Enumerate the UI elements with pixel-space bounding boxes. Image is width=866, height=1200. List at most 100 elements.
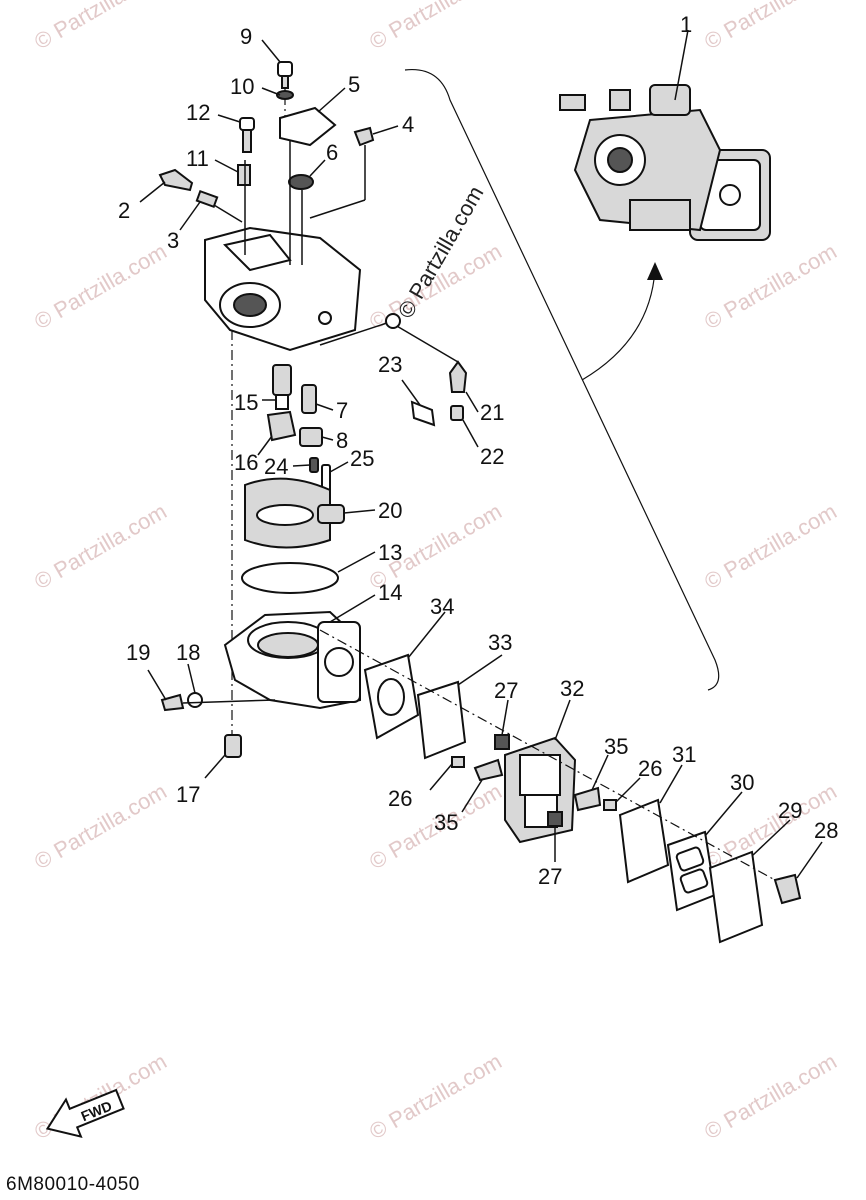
callout-34: 34 [430, 594, 454, 619]
callout-26-right: 26 [638, 756, 662, 781]
callout-2: 2 [118, 198, 130, 223]
callout-7: 7 [336, 398, 348, 423]
callout-25: 25 [350, 446, 374, 471]
callout-12: 12 [186, 100, 210, 125]
fwd-arrow-icon: FWD [45, 1088, 125, 1139]
part-34-hole [377, 678, 405, 716]
part-21-needle [448, 360, 468, 393]
callout-15: 15 [234, 390, 258, 415]
callout-17: 17 [176, 782, 200, 807]
callout-3: 3 [167, 228, 179, 253]
callout-13: 13 [378, 540, 402, 565]
part-19-screw [160, 693, 185, 712]
watermark-text: © Partzilla.com [30, 779, 171, 875]
callout-14: 14 [378, 580, 402, 605]
part-30-slot-top [675, 846, 705, 872]
carburetor-body [204, 140, 366, 352]
part-21-ring [385, 313, 401, 329]
callout-10: 10 [230, 74, 254, 99]
callout-8: 8 [336, 428, 348, 453]
callout-27-top: 27 [494, 678, 518, 703]
link-screw-19 [182, 699, 276, 704]
watermark-text: © Partzilla.com [700, 239, 841, 335]
link-line-21b [389, 321, 459, 363]
watermark-text: © Partzilla.com [30, 0, 171, 54]
pump-axis-top [319, 629, 776, 881]
watermark-text: © Partzilla.com [700, 499, 841, 595]
part-31-diaphragm [618, 798, 670, 884]
callout-31: 31 [672, 742, 696, 767]
part-13-gasket [241, 562, 339, 594]
watermark-text: © Partzilla.com [700, 0, 841, 54]
part-17-drain [224, 734, 242, 758]
link-line-21 [319, 321, 391, 346]
callout-23: 23 [378, 352, 402, 377]
part-32-pump-body [504, 736, 577, 844]
part-24-pin [309, 457, 319, 473]
callout-27-bottom: 27 [538, 864, 562, 889]
part-35-valve-left [473, 758, 504, 782]
callout-26-left: 26 [388, 786, 412, 811]
part-20-float [244, 477, 345, 549]
part-7-jet [301, 384, 317, 414]
watermark-text: © Partzilla.com [365, 0, 506, 54]
assembly-arrow [581, 269, 656, 381]
part-27-nut-top [494, 734, 510, 750]
callout-21: 21 [480, 400, 504, 425]
part-8-plug [299, 427, 323, 447]
part-2-screw [158, 168, 194, 192]
assembly-bracket [404, 68, 720, 691]
part-16-jet [266, 410, 297, 442]
part-10-washer [276, 90, 294, 100]
callout-33: 33 [488, 630, 512, 655]
part-33-plate [416, 680, 467, 760]
callout-35-bottom: 35 [434, 810, 458, 835]
callout-9: 9 [240, 24, 252, 49]
part-6-gasket [288, 174, 314, 190]
part-27-nut-bottom [547, 811, 563, 827]
callout-18: 18 [176, 640, 200, 665]
part-26-bolt-right [603, 799, 617, 811]
part-9-screw [277, 61, 293, 89]
part-29-cover [708, 850, 764, 944]
callout-5: 5 [348, 72, 360, 97]
diagram-code: 6M80010-4050 [6, 1174, 140, 1195]
callout-22: 22 [480, 444, 504, 469]
callout-35-top: 35 [604, 734, 628, 759]
watermark-text: © Partzilla.com [365, 1049, 506, 1145]
callout-11: 11 [186, 146, 209, 171]
part-23-clip [410, 400, 436, 427]
callout-16: 16 [234, 450, 258, 475]
callout-19: 19 [126, 640, 150, 665]
part-35-valve-right [573, 786, 602, 812]
arrow-head [647, 262, 663, 280]
watermark-text: © Partzilla.com [30, 499, 171, 595]
callout-30: 30 [730, 770, 754, 795]
part-3-spring [195, 189, 219, 209]
part-18-washer [187, 692, 203, 708]
part-11-spring [237, 164, 251, 186]
part-14-float-bowl [223, 610, 361, 710]
callout-4: 4 [402, 112, 414, 137]
callout-24: 24 [264, 454, 288, 479]
part-4-cap [353, 126, 375, 147]
part-12-screw [239, 117, 255, 153]
leader-lines [139, 39, 823, 879]
callout-29: 29 [778, 798, 802, 823]
part-28-bolt [773, 873, 802, 905]
watermark-text: © Partzilla.com [30, 239, 171, 335]
callout-28: 28 [814, 818, 838, 843]
part-30-slot-bottom [679, 868, 709, 894]
callout-20: 20 [378, 498, 402, 523]
callout-32: 32 [560, 676, 584, 701]
part-15-jet [272, 364, 292, 410]
part-26-bolt-left [451, 756, 465, 768]
part-22-seat [450, 405, 464, 421]
part-5-cover [279, 106, 337, 147]
callout-6: 6 [326, 140, 338, 165]
callout-labels: 1 2 3 4 5 6 7 8 9 10 11 12 13 14 15 16 1… [118, 12, 838, 889]
callout-1: 1 [680, 12, 692, 37]
watermark-text: © Partzilla.com [700, 1049, 841, 1145]
carburetor-assembly [559, 29, 771, 241]
